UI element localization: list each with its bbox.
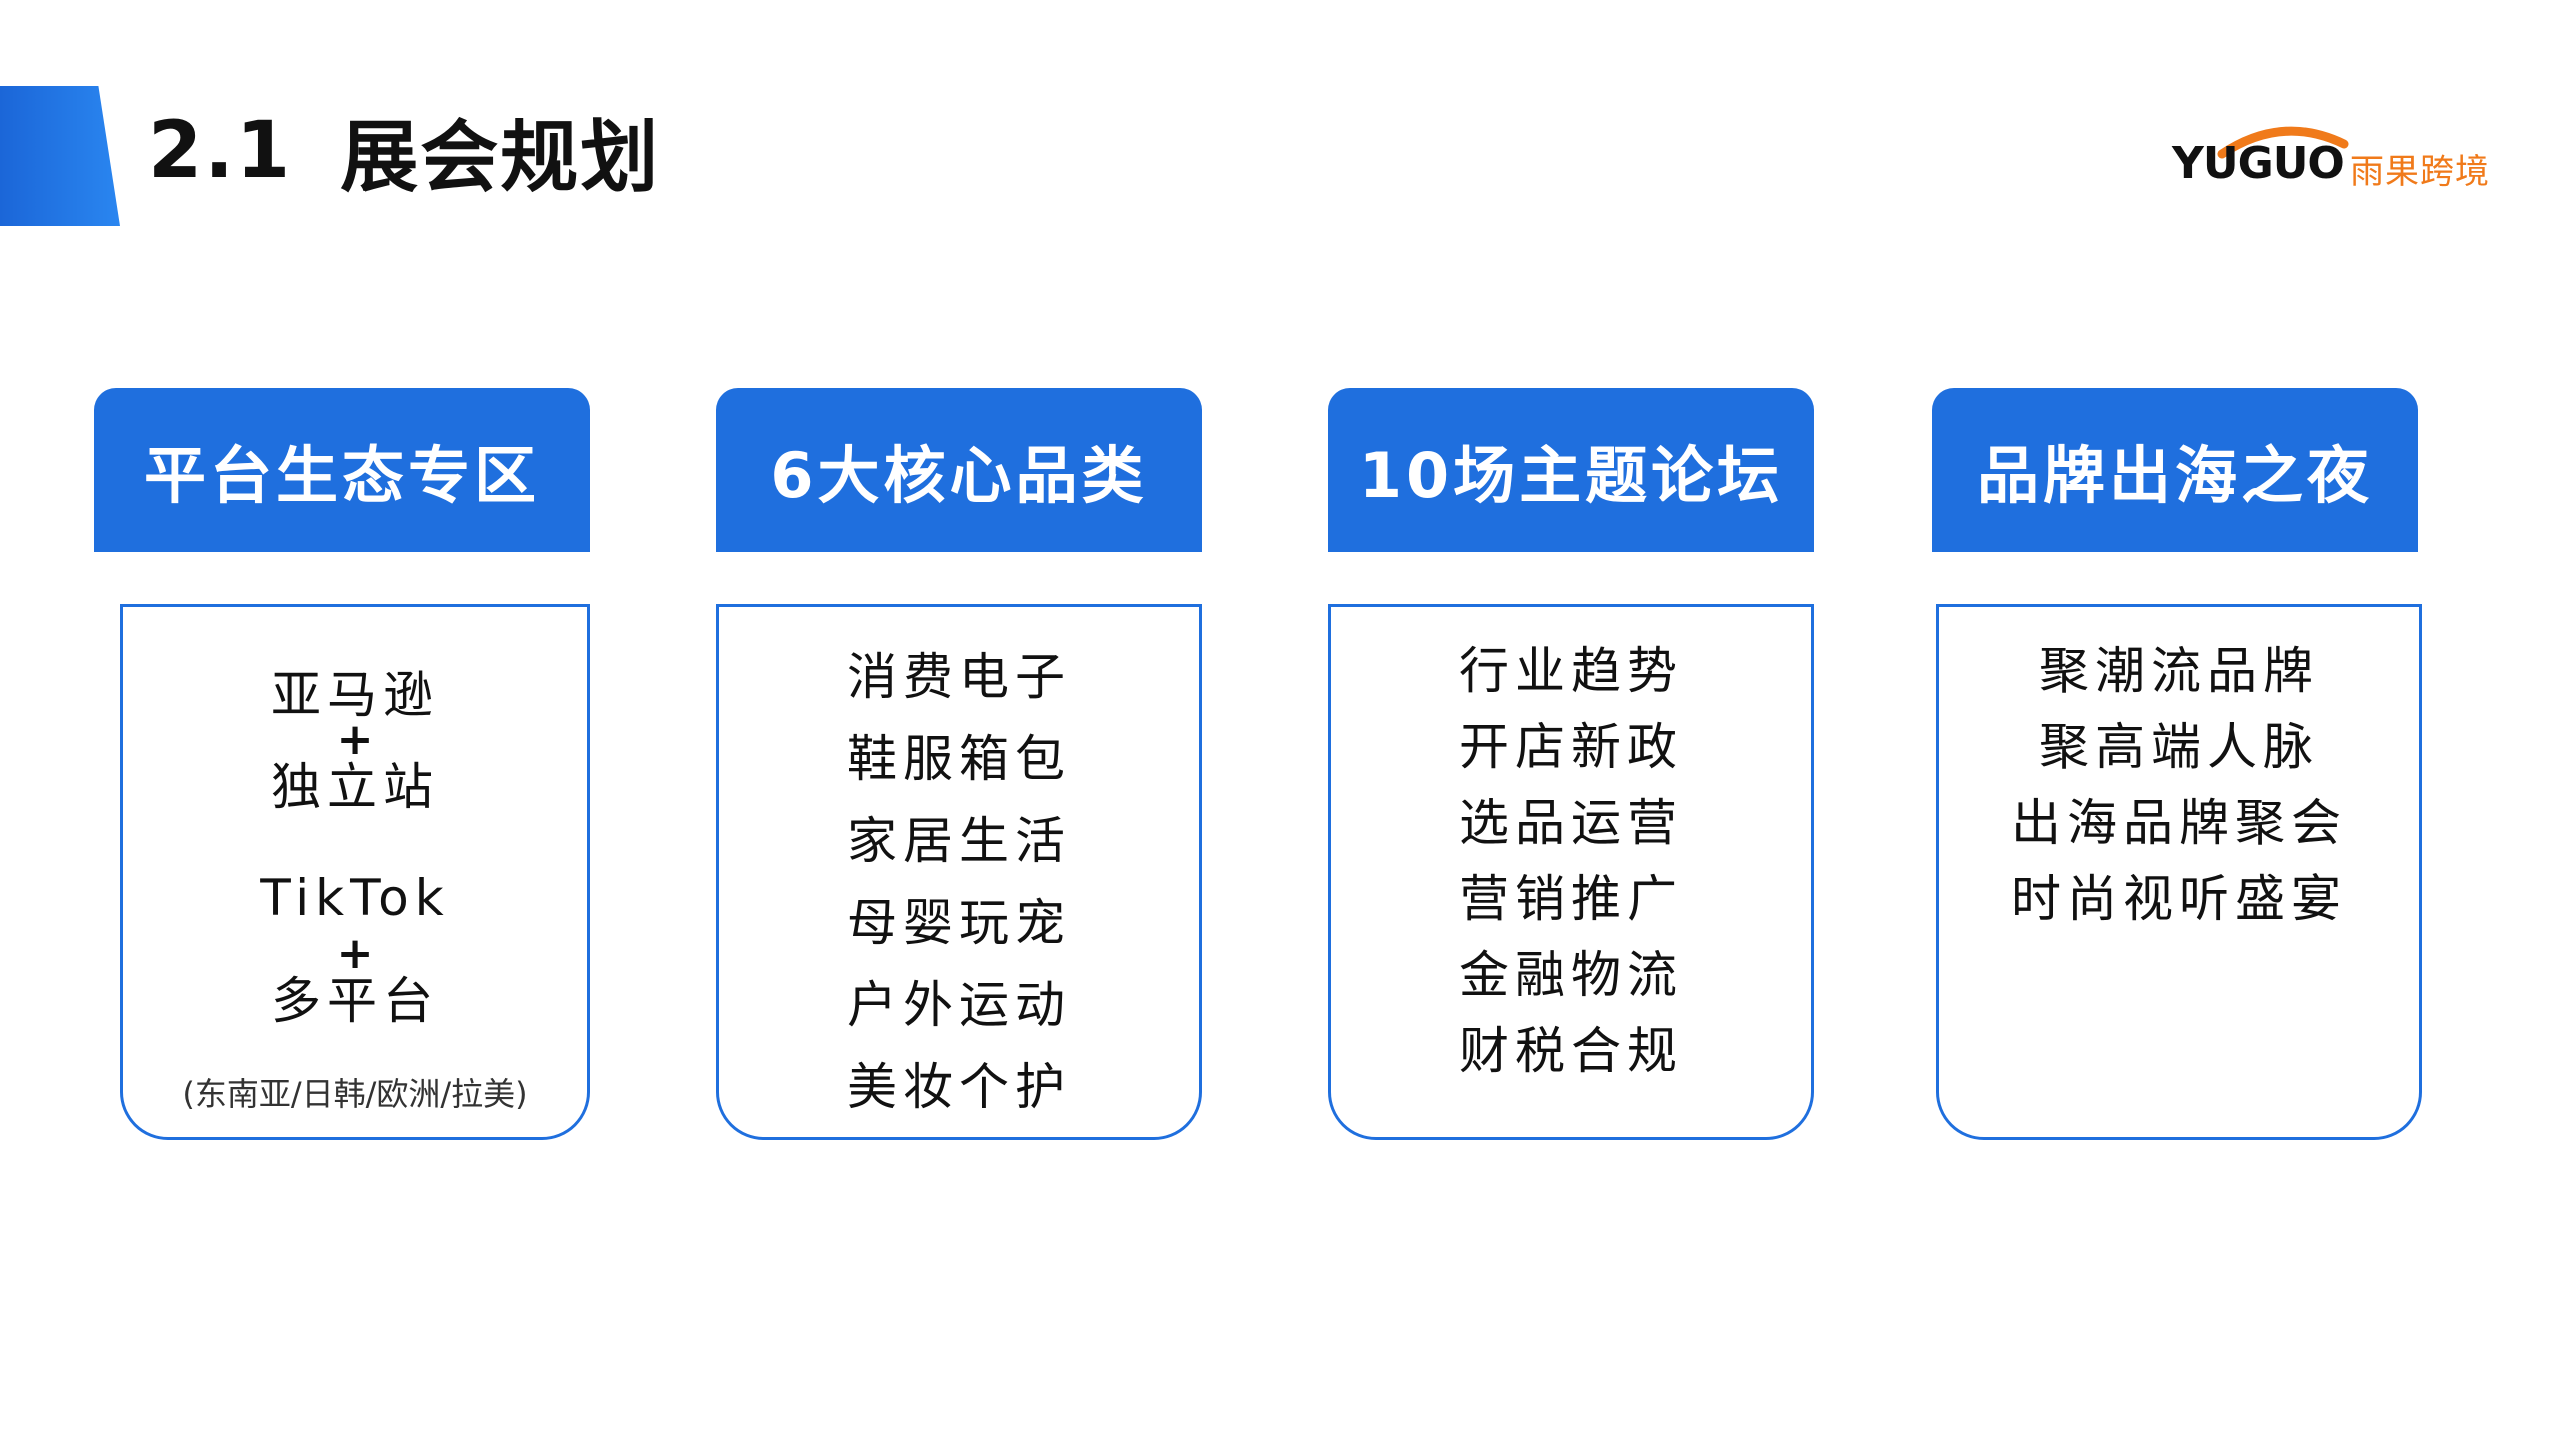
plus-sign: + bbox=[336, 928, 374, 979]
list-item: 选品运营 bbox=[1459, 794, 1683, 852]
plus-sign: + bbox=[336, 714, 374, 765]
list-item: 聚高端人脉 bbox=[2039, 718, 2319, 776]
yuguo-logo: YUGUO 雨果跨境 bbox=[2172, 120, 2492, 200]
column-body: 行业趋势 开店新政 选品运营 营销推广 金融物流 财税合规 bbox=[1328, 604, 1814, 1140]
list-item: 美妆个护 bbox=[847, 1058, 1071, 1116]
title-accent-bar bbox=[0, 86, 120, 226]
column-header: 平台生态专区 bbox=[94, 388, 590, 552]
list-item: 金融物流 bbox=[1459, 946, 1683, 1004]
brand-night-list: 聚潮流品牌 聚高端人脉 出海品牌聚会 时尚视听盛宴 bbox=[1939, 631, 2419, 935]
column-header: 6大核心品类 bbox=[716, 388, 1202, 552]
column-title: 10场主题论坛 bbox=[1358, 439, 1784, 512]
platform-regions-note: (东南亚/日韩/欧洲/拉美) bbox=[182, 1075, 528, 1113]
column-title: 平台生态专区 bbox=[143, 439, 540, 512]
list-item: 营销推广 bbox=[1459, 870, 1683, 928]
logo-arc-icon bbox=[2217, 126, 2349, 159]
list-item: 消费电子 bbox=[847, 648, 1071, 706]
column-header: 品牌出海之夜 bbox=[1932, 388, 2418, 552]
list-item: 聚潮流品牌 bbox=[2039, 642, 2319, 700]
section-title: 展会规划 bbox=[340, 113, 661, 203]
logo-chinese-name: 雨果跨境 bbox=[2350, 152, 2490, 192]
platform-independent-site: 独立站 bbox=[271, 758, 439, 816]
category-list: 消费电子 鞋服箱包 家居生活 母婴玩宠 户外运动 美妆个护 bbox=[719, 637, 1199, 1129]
list-item: 开店新政 bbox=[1459, 718, 1683, 776]
platform-tiktok: TikTok bbox=[260, 869, 450, 927]
column-body: 聚潮流品牌 聚高端人脉 出海品牌聚会 时尚视听盛宴 bbox=[1936, 604, 2422, 1140]
list-item: 户外运动 bbox=[847, 976, 1071, 1034]
column-body: 亚马逊 + 独立站 TikTok + 多平台 (东南亚/日韩/欧洲/拉美) bbox=[120, 604, 590, 1140]
list-item: 家居生活 bbox=[847, 812, 1071, 870]
column-title: 品牌出海之夜 bbox=[1976, 439, 2373, 512]
list-item: 财税合规 bbox=[1459, 1022, 1683, 1080]
list-item: 出海品牌聚会 bbox=[2011, 794, 2347, 852]
section-number: 2.1 bbox=[148, 106, 293, 196]
list-item: 行业趋势 bbox=[1459, 642, 1683, 700]
column-title: 6大核心品类 bbox=[770, 439, 1148, 512]
slide-title: 2.1 展会规划 bbox=[148, 96, 660, 206]
list-item: 时尚视听盛宴 bbox=[2011, 870, 2347, 928]
column-header: 10场主题论坛 bbox=[1328, 388, 1814, 552]
logo-wordmark: YUGUO bbox=[2172, 138, 2345, 189]
list-item: 鞋服箱包 bbox=[847, 730, 1071, 788]
list-item: 母婴玩宠 bbox=[847, 894, 1071, 952]
platform-multi: 多平台 bbox=[271, 972, 439, 1030]
column-body: 消费电子 鞋服箱包 家居生活 母婴玩宠 户外运动 美妆个护 bbox=[716, 604, 1202, 1140]
forum-list: 行业趋势 开店新政 选品运营 营销推广 金融物流 财税合规 bbox=[1331, 631, 1811, 1087]
platform-amazon: 亚马逊 bbox=[271, 666, 439, 724]
